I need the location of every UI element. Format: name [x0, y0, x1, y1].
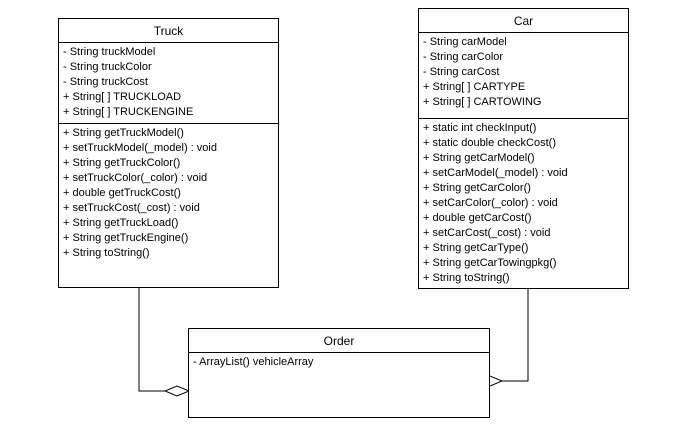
truck-method: + String getTruckEngine() — [63, 232, 189, 244]
class-truck-methods: + String getTruckModel() + setTruckModel… — [59, 124, 278, 263]
truck-attribute: - String truckColor — [63, 61, 152, 73]
class-car-methods: + static int checkInput() + static doubl… — [419, 119, 628, 288]
truck-order-aggregation-diamond[interactable] — [163, 385, 191, 397]
car-method: + setCarCost(_cost) : void — [423, 227, 551, 239]
truck-attribute: + String[ ] TRUCKENGINE — [63, 106, 194, 118]
car-method: + String getCarModel() — [423, 152, 535, 164]
class-truck-attributes: - String truckModel - String truckColor … — [59, 43, 278, 124]
class-order-name: Order — [189, 329, 489, 353]
class-truck[interactable]: Truck - String truckModel - String truck… — [58, 18, 279, 288]
truck-attribute: + String[ ] TRUCKLOAD — [63, 91, 182, 103]
truck-method: + setTruckColor(_color) : void — [63, 172, 208, 184]
order-attribute: - ArrayList() vehicleArray — [193, 356, 314, 368]
car-method: + double getCarCost() — [423, 212, 532, 224]
car-attribute: - String carColor — [423, 51, 504, 63]
class-car-attributes: - String carModel - String carColor - St… — [419, 33, 628, 119]
class-car[interactable]: Car - String carModel - String carColor … — [418, 8, 629, 289]
car-attribute: - String carModel — [423, 36, 507, 48]
truck-attribute: - String truckCost — [63, 76, 148, 88]
truck-method: + setTruckModel(_model) : void — [63, 142, 217, 154]
car-method: + setCarModel(_model) : void — [423, 167, 568, 179]
car-method: + static int checkInput() — [423, 122, 537, 134]
truck-method: + String toString() — [63, 247, 150, 259]
truck-method: + String getTruckColor() — [63, 157, 181, 169]
car-method: + String toString() — [423, 272, 510, 284]
class-order-attributes: - ArrayList() vehicleArray — [189, 353, 489, 372]
truck-attribute: - String truckModel — [63, 46, 156, 58]
car-order-aggregation-line[interactable] — [502, 289, 529, 382]
car-method: + setCarColor(_color) : void — [423, 197, 558, 209]
car-attribute: + String[ ] CARTYPE — [423, 81, 526, 93]
car-method: + String getCarType() — [423, 242, 529, 254]
truck-method: + double getTruckCost() — [63, 187, 181, 199]
truck-method: + String getTruckLoad() — [63, 217, 179, 229]
class-order[interactable]: Order - ArrayList() vehicleArray — [188, 328, 490, 418]
car-method: + String getCarColor() — [423, 182, 531, 194]
class-truck-name: Truck — [59, 19, 278, 43]
car-method: + static double checkCost() — [423, 137, 556, 149]
car-attribute: + String[ ] CARTOWING — [423, 96, 542, 108]
car-attribute: - String carCost — [423, 66, 500, 78]
truck-method: + setTruckCost(_cost) : void — [63, 202, 200, 214]
truck-method: + String getTruckModel() — [63, 127, 184, 139]
car-method: + String getCarTowingpkg() — [423, 257, 557, 269]
truck-order-aggregation-line[interactable] — [138, 288, 165, 392]
class-car-name: Car — [419, 9, 628, 33]
